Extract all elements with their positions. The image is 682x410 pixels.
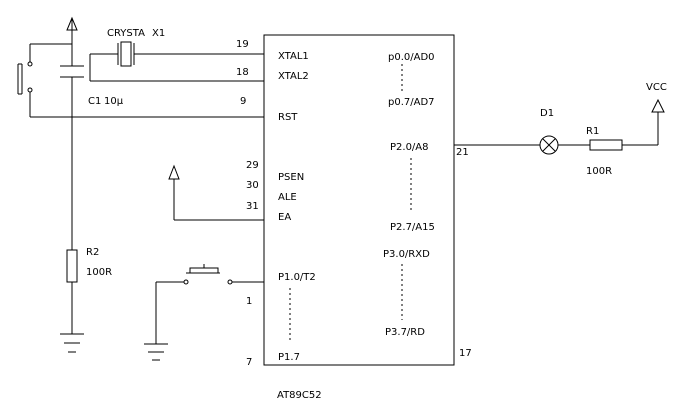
pin-num-31: 31	[246, 201, 259, 212]
ea-arrow	[168, 164, 264, 221]
pin-name-p3-7: P3.7/RD	[385, 327, 425, 338]
led-ref: D1	[540, 108, 554, 119]
pin-name-xtal1: XTAL1	[278, 51, 309, 62]
pin-num-1: 1	[246, 296, 252, 307]
pin-num-19: 19	[236, 39, 249, 50]
capacitor-value: 10µ	[104, 96, 124, 107]
crystal-x1	[89, 41, 264, 82]
capacitor-c1	[60, 44, 84, 250]
ground-left	[60, 333, 84, 353]
pin-name-psen: PSEN	[278, 172, 304, 183]
capacitor-ref: C1	[88, 96, 101, 107]
chip-part-label: AT89C52	[277, 390, 322, 401]
pin-num-9: 9	[240, 96, 246, 107]
pin-num-17: 17	[459, 348, 472, 359]
pin-name-ea: EA	[278, 212, 291, 223]
resistor-r2	[66, 249, 78, 334]
pin-num-18: 18	[236, 67, 249, 78]
pin-name-p2-0: P2.0/A8	[390, 142, 429, 153]
led-d1	[454, 135, 590, 155]
pin-name-p0-7: p0.7/AD7	[388, 97, 435, 108]
resistor-r2-value: 100R	[86, 267, 112, 278]
pin-name-xtal2: XTAL2	[278, 71, 309, 82]
p1-pushbutton	[155, 264, 264, 344]
vcc-arrow	[651, 98, 665, 113]
pin-name-p1-7: P1.7	[278, 352, 300, 363]
vcc-label: VCC	[646, 82, 667, 93]
pin-num-7: 7	[246, 357, 252, 368]
resistor-r1-value: 100R	[586, 166, 612, 177]
pin-name-rst: RST	[278, 112, 298, 123]
resistor-r1	[589, 112, 659, 151]
ground-switch	[144, 343, 168, 361]
pin-name-p0-0: p0.0/AD0	[388, 52, 435, 63]
supply-arrow-left	[66, 16, 78, 44]
pin-num-29: 29	[246, 160, 259, 171]
resistor-r1-ref: R1	[586, 126, 599, 137]
pin-name-p1-0: P1.0/T2	[278, 272, 316, 283]
chip-body	[263, 34, 455, 366]
crystal-label: CRYSTA	[107, 28, 145, 39]
pin-num-21: 21	[456, 147, 469, 158]
pin-name-p3-0: P3.0/RXD	[383, 249, 430, 260]
pin-num-30: 30	[246, 180, 259, 191]
resistor-r2-ref: R2	[86, 247, 99, 258]
crystal-ref: X1	[152, 28, 165, 39]
pin-name-p2-7: P2.7/A15	[390, 222, 435, 233]
reset-switch	[17, 43, 264, 118]
pin-name-ale: ALE	[278, 192, 297, 203]
